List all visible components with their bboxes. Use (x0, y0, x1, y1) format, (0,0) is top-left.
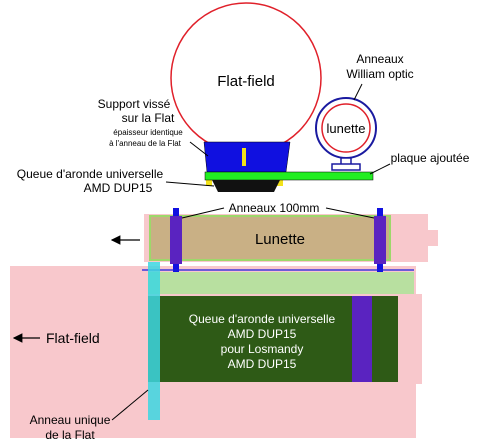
dovetail-side-purple (352, 296, 372, 382)
lunette-small-label: lunette (326, 121, 365, 136)
anneaux-wo-leader (353, 83, 363, 101)
ring-100mm-right-bottom (377, 264, 383, 272)
lunette-body (149, 215, 391, 261)
side-plate-band (148, 272, 414, 294)
ring-100mm-left (170, 216, 182, 264)
anneau-unique-label-1: Anneau unique (30, 413, 111, 427)
support-yellow-pin (242, 148, 246, 166)
anneaux-wo-label-1: Anneaux (356, 52, 403, 66)
queue-top-label-1: Queue d'aronde universelle (17, 167, 164, 181)
anneaux-wo-label-2: William optic (346, 67, 413, 81)
support-block (203, 141, 291, 173)
queue-green-label-1: Queue d'aronde universelle (189, 312, 336, 326)
support-label-1: Support vissé (98, 97, 171, 111)
wo-ring-inner (321, 103, 371, 153)
anneaux-100-leader-left (181, 207, 225, 219)
support-label-2: sur la Flat (122, 111, 175, 125)
lunette-cap (428, 230, 438, 246)
support-leader (189, 141, 209, 157)
plaque-label: plaque ajoutée (391, 151, 470, 165)
queue-top-label-2: AMD DUP15 (84, 181, 153, 195)
flat-field-top-label: Flat-field (217, 73, 275, 90)
anneaux-100-leader-right (325, 207, 375, 219)
queue-green-label-2: AMD DUP15 (228, 327, 297, 341)
queue-top-leader (165, 181, 215, 187)
dovetail-black (212, 180, 280, 192)
plaque-leader (369, 163, 391, 175)
lunette-bar-label: Lunette (255, 231, 305, 248)
flat-field-side-label: Flat-field (46, 330, 100, 346)
support-note-2: à l'anneau de la Flat (109, 139, 182, 148)
flat-ring-strip (148, 262, 160, 420)
wo-ring-base (331, 163, 361, 171)
added-plate (204, 171, 374, 181)
ring-100mm-left-bottom (173, 264, 179, 272)
anneau-unique-leader (111, 389, 149, 421)
support-note-1: épaisseur identique (113, 128, 183, 137)
anneaux-100-label: Anneaux 100mm (229, 201, 320, 215)
ring-100mm-right-top (377, 208, 383, 216)
anneau-unique-label-2: de la Flat (45, 428, 95, 442)
ring-100mm-right (374, 216, 386, 264)
flat-field-side-edge (416, 294, 422, 384)
queue-green-label-4: AMD DUP15 (228, 357, 297, 371)
ring-100mm-left-top (173, 208, 179, 216)
queue-green-label-3: pour Losmandy (221, 342, 304, 356)
